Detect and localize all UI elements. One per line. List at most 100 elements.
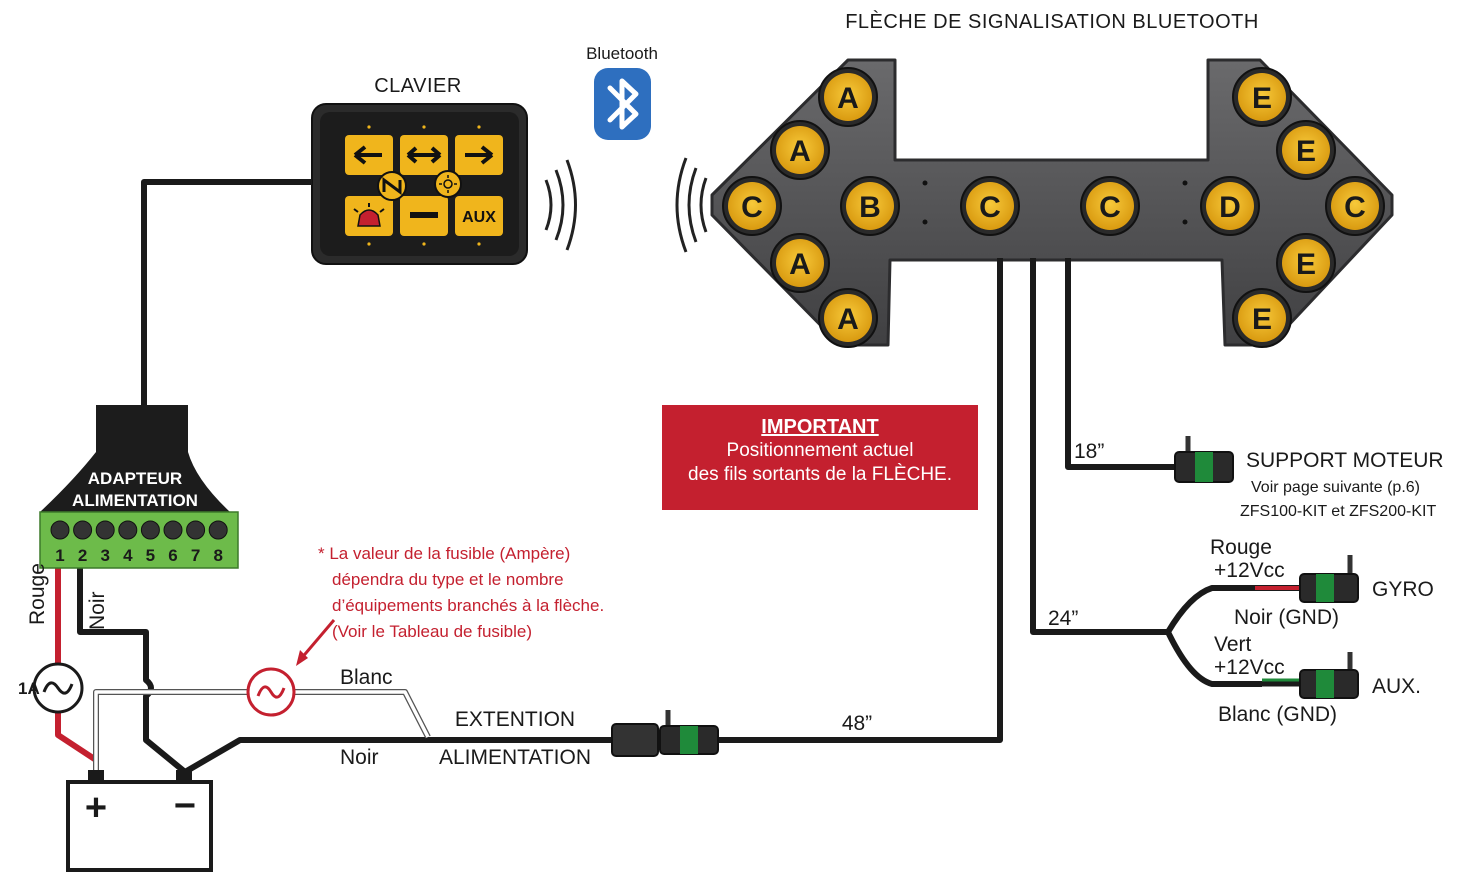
arrow-lamp: A (818, 67, 878, 127)
bluetooth-label: Bluetooth (586, 44, 658, 63)
arrow-lamp-letter: A (789, 135, 811, 168)
arrow-lamp: E (1232, 288, 1292, 348)
arrow-lamp-letter: C (741, 191, 763, 224)
adapter-terminal-screw (50, 520, 70, 540)
aux-12v-label: +12Vcc (1214, 656, 1285, 679)
arrow-lamp-letter: A (837, 82, 859, 115)
gyro-gnd-label: Noir (GND) (1234, 606, 1339, 629)
fuse-note-arrow (298, 619, 336, 661)
adapter-label-line1: ADAPTEUR (88, 469, 182, 488)
arrow-lamp-letter: A (789, 248, 811, 281)
arrow-lamp: C (1325, 176, 1385, 236)
arrow-lamp: A (770, 233, 830, 293)
noir-label: Noir (340, 746, 379, 769)
adapter-terminal-number: 8 (213, 546, 222, 565)
adapter-terminal-screw (140, 520, 160, 540)
arrow-lamp-letter: A (837, 303, 859, 336)
support-connector (1174, 436, 1234, 483)
arrow-lamp-letter: D (1219, 191, 1241, 224)
extension-label-line2: ALIMENTATION (439, 746, 591, 769)
support-line2: ZFS100-KIT et ZFS200-KIT (1240, 503, 1436, 520)
arrow-lamp: B (840, 176, 900, 236)
battery-minus: − (174, 785, 196, 827)
important-heading: IMPORTANT (761, 416, 879, 438)
arrow-lamp-letter: B (859, 191, 881, 224)
battery: + − (66, 770, 213, 872)
adapter-terminal-number: 7 (191, 546, 200, 565)
arrow-lamp: E (1276, 233, 1336, 293)
keypad-button-aux[interactable]: AUX (455, 196, 503, 236)
adapter-terminal-screw (118, 520, 138, 540)
blanc-label: Blanc (340, 666, 393, 689)
adapter-terminal-screw (95, 520, 115, 540)
keypad-button-brightness[interactable] (434, 170, 462, 198)
support-title: SUPPORT MOTEUR (1246, 449, 1444, 472)
arrow-lamp-letter: E (1296, 248, 1316, 281)
keypad-button-beacon[interactable] (345, 196, 393, 236)
keypad-button-right[interactable] (455, 135, 503, 175)
arrow-lamp: C (1080, 176, 1140, 236)
adapter-terminal-screw (73, 520, 93, 540)
aux-gnd-label: Blanc (GND) (1218, 703, 1337, 726)
keypad-button-both[interactable] (400, 135, 448, 175)
arrow-lamp: A (770, 120, 830, 180)
signal-waves-keypad (544, 159, 577, 251)
keypad-button-left[interactable] (345, 135, 393, 175)
gyro-12v-label: +12Vcc (1214, 559, 1285, 582)
length-18-label: 18” (1074, 440, 1104, 463)
gyro-connector (1299, 555, 1359, 603)
arrow-lamp: C (960, 176, 1020, 236)
adapter-terminal-number: 1 (55, 546, 64, 565)
aux-button-label: AUX (462, 209, 496, 226)
important-line1: Positionnement actuel (726, 440, 914, 461)
adapter-terminal-number: 4 (123, 546, 133, 565)
adapter-label-line2: ALIMENTATION (72, 491, 198, 510)
adapter-terminal-screw (186, 520, 206, 540)
support-line1: Voir page suivante (p.6) (1251, 479, 1420, 496)
arrow-lamp-letter: C (979, 191, 1001, 224)
adapter-terminal-screw (208, 520, 228, 540)
adapter-terminal-number: 6 (168, 546, 177, 565)
adapter-terminal-number: 2 (78, 546, 87, 565)
wires (55, 179, 1300, 775)
fuse-note-line2: dépendra du type et le nombre (332, 570, 564, 589)
important-line2: des fils sortants de la FLÈCHE. (688, 464, 952, 485)
fuse-note: * La valeur de la fusible (Ampère) dépen… (318, 544, 604, 641)
noir-vertical-label: Noir (86, 591, 109, 630)
fuse-1a-label: 1A (18, 679, 40, 698)
adapter-terminal-number: 5 (146, 546, 155, 565)
keypad-button-minus[interactable] (400, 196, 448, 236)
arrow-lamp-letter: E (1296, 135, 1316, 168)
extension-connector (611, 710, 719, 757)
aux-label: AUX. (1372, 675, 1421, 698)
diagram-title: FLÈCHE DE SIGNALISATION BLUETOOTH (845, 10, 1259, 33)
arrow-lamp: D (1200, 176, 1260, 236)
arrow-lamp: E (1232, 67, 1292, 127)
signal-waves-arrow (675, 157, 708, 253)
arrow-lamp: A (818, 288, 878, 348)
important-callout: IMPORTANT Positionnement actuel des fils… (662, 405, 978, 510)
length-24-label: 24” (1048, 607, 1078, 630)
fuse-note-line3: d’équipements branchés à la flèche. (332, 596, 604, 615)
fuse-note-line1: * La valeur de la fusible (Ampère) (318, 544, 570, 563)
arrow-lamp-letter: C (1099, 191, 1121, 224)
gyro-label: GYRO (1372, 578, 1434, 601)
keypad-title: CLAVIER (374, 75, 462, 97)
gyro-rouge-label: Rouge (1210, 536, 1272, 559)
keypad-button-mode[interactable] (377, 171, 407, 201)
bluetooth-icon (594, 68, 651, 140)
adapter-terminal-screw (163, 520, 183, 540)
length-48-label: 48” (842, 712, 872, 735)
arrow-lamp: E (1276, 120, 1336, 180)
fuse-1a (32, 662, 84, 714)
arrow-lamp-letter: C (1344, 191, 1366, 224)
keypad: AUX (311, 103, 528, 265)
aux-vert-label: Vert (1214, 633, 1252, 656)
arrow-lamp-letter: E (1252, 303, 1272, 336)
extension-label-line1: EXTENTION (455, 708, 575, 731)
